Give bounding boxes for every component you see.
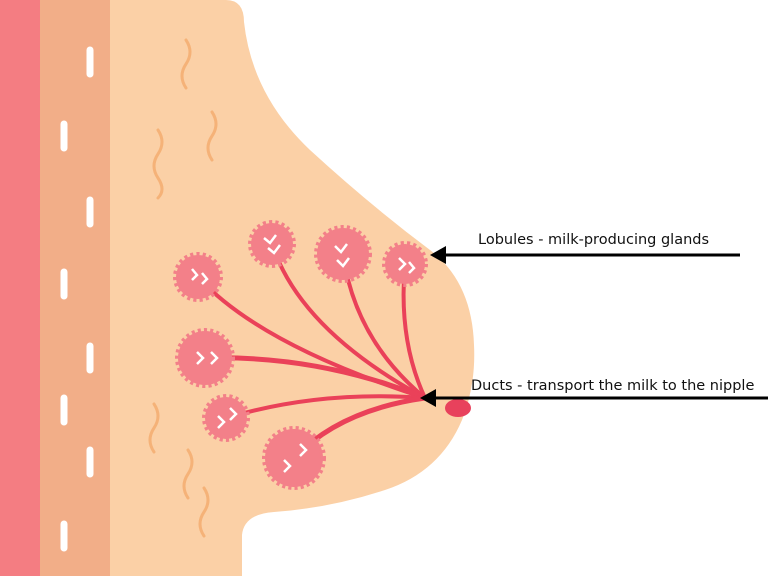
lobule xyxy=(175,328,235,388)
lobule xyxy=(173,252,223,302)
lobule xyxy=(248,220,296,268)
muscle-dashes xyxy=(60,46,94,552)
nipple xyxy=(445,399,471,417)
duct xyxy=(224,394,427,420)
chest-wall-outer-layer xyxy=(0,0,40,576)
lobule xyxy=(314,225,372,283)
lobule xyxy=(202,394,250,442)
ducts-label: Ducts - transport the milk to the nipple xyxy=(471,378,755,394)
lobule xyxy=(382,241,428,287)
chest-wall-muscle-layer xyxy=(40,0,110,576)
ducts-arrow xyxy=(420,389,768,407)
lobules-arrow xyxy=(430,246,740,264)
lobule xyxy=(262,426,326,490)
lobules-group xyxy=(173,220,428,490)
fat-tissue-squiggles xyxy=(148,38,218,538)
lobules-label: Lobules - milk-producing glands xyxy=(478,232,710,248)
